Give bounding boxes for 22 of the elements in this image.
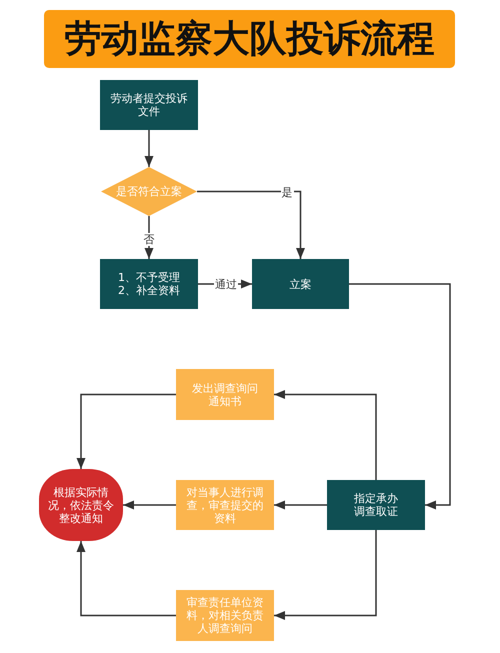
arrow (349, 283, 451, 510)
edge-label: 通过 (214, 278, 238, 290)
arrow (274, 530, 377, 620)
arrow (76, 394, 176, 469)
edge-label: 否 (142, 232, 156, 246)
arrow (274, 390, 377, 480)
process-box: 发出调查询问通知书 (176, 369, 274, 420)
edge-label: 是 (280, 186, 294, 198)
process-box: 指定承办调查取证 (327, 480, 425, 530)
process-box: 1、不予受理 2、补全资料 (100, 259, 198, 309)
arrow (123, 500, 176, 510)
process-box: 立案 (252, 259, 349, 309)
process-box: 审查责任单位资料，对相关负责人调查询问 (176, 590, 274, 641)
arrow (76, 541, 176, 616)
decision-diamond: 是否符合立案 (101, 167, 197, 216)
process-box: 劳动者提交投诉文件 (100, 80, 198, 130)
process-box: 对当事人进行调查，审查提交的资料 (176, 480, 274, 530)
arrow (274, 500, 327, 510)
arrow (197, 190, 305, 259)
arrow (144, 130, 154, 167)
rounded-box: 根据实际情况，依法责令整改通知 (39, 469, 123, 541)
title-banner: 劳动监察大队投诉流程 (44, 10, 455, 68)
